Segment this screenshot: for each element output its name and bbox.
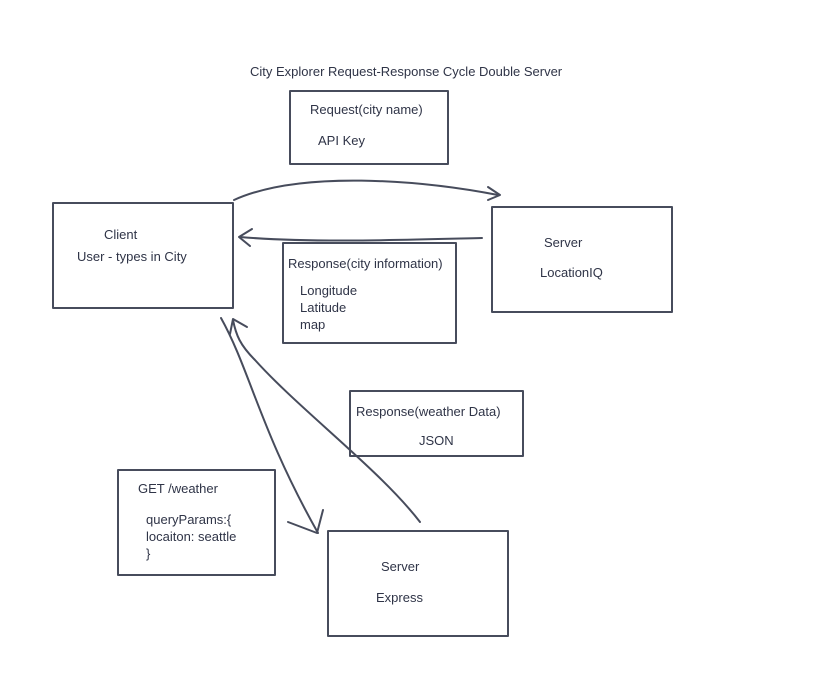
map-label: map — [300, 317, 326, 332]
diagram-title: City Explorer Request-Response Cycle Dou… — [250, 64, 563, 79]
response-city-label: Response(city information) — [288, 256, 443, 271]
server-express-label: Server — [381, 559, 420, 574]
response-weather-box — [349, 390, 524, 457]
client-description-label: User - types in City — [77, 249, 187, 264]
request-api-key-label: API Key — [318, 133, 365, 148]
locationiq-label: LocationIQ — [540, 265, 603, 280]
query-params-label: queryParams:{ — [146, 512, 232, 527]
request-box — [289, 90, 449, 165]
response-weather-label: Response(weather Data) — [356, 404, 501, 419]
arrow-locationiq-to-client — [239, 236, 483, 242]
server-locationiq-label: Server — [544, 235, 583, 250]
response-city-box — [282, 242, 457, 344]
server-locationiq-box — [491, 206, 673, 313]
latitude-label: Latitude — [300, 300, 347, 315]
request-label: Request(city name) — [310, 102, 423, 117]
closing-brace-label: } — [146, 546, 151, 561]
client-label: Client — [104, 227, 138, 242]
arrow-express-to-client — [232, 319, 421, 523]
arrowhead-client-to-locationiq — [487, 186, 501, 201]
location-param-label: locaiton: seattle — [146, 529, 237, 544]
json-label: JSON — [419, 433, 454, 448]
client-box — [52, 202, 234, 309]
server-express-box — [327, 530, 509, 637]
arrow-client-to-locationiq — [233, 179, 499, 201]
get-weather-label: GET /weather — [138, 481, 218, 496]
arrow-client-to-express — [220, 317, 319, 534]
get-weather-box — [117, 469, 276, 576]
arrowhead-locationiq-to-client — [238, 228, 253, 247]
arrowhead-client-to-express — [287, 509, 324, 534]
express-label: Express — [376, 590, 423, 605]
longitude-label: Longitude — [300, 283, 358, 298]
arrowhead-express-to-client — [229, 318, 248, 335]
